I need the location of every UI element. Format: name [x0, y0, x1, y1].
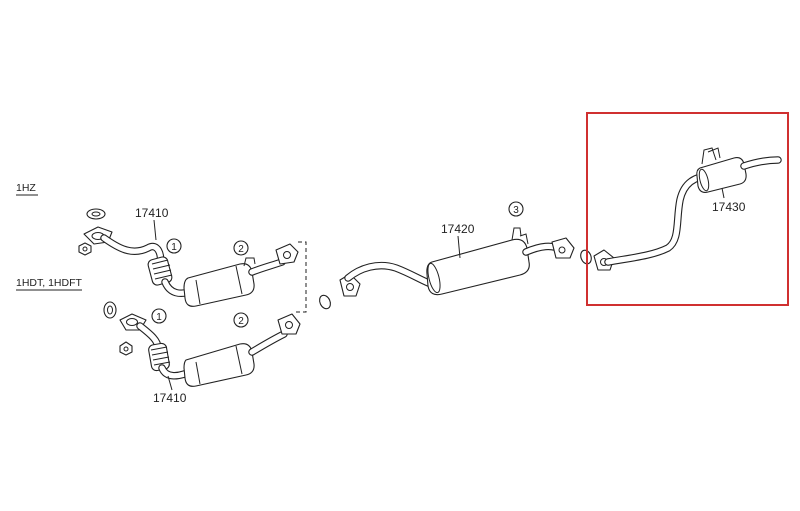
gasket-center-inlet	[319, 294, 331, 310]
part-number-17420: 17420	[441, 222, 475, 236]
tail-muffler	[696, 157, 747, 193]
engine-label-1hdt-text: 1HDT, 1HDFT	[16, 277, 83, 289]
engine-label-1hz-text: 1HZ	[16, 182, 36, 194]
center-muffler	[426, 238, 530, 296]
flex-joint-upper	[147, 256, 173, 286]
engine-label-1hdt: 1HDT, 1HDFT	[16, 277, 83, 291]
outlet-flange-upper	[275, 243, 299, 265]
nut-lower	[119, 341, 133, 356]
highlight-box-17430	[586, 112, 789, 306]
callout-2-upper-text: 2	[238, 244, 244, 255]
tail-pipe-assembly	[593, 147, 782, 271]
callout-1-upper-text: 1	[171, 242, 177, 253]
part-number-17410-lower: 17410	[153, 391, 187, 405]
part-number-17430: 17430	[712, 200, 746, 214]
callout-1-lower-text: 1	[156, 312, 162, 323]
callout-3-text: 3	[513, 205, 519, 216]
center-pipe-assembly	[339, 227, 575, 297]
front-pipe-assembly-upper	[78, 208, 299, 307]
dashed-connector	[296, 241, 307, 313]
front-muffler-upper	[183, 263, 255, 307]
callout-1-lower: 1	[151, 308, 167, 324]
callout-3: 3	[508, 201, 524, 217]
center-hanger-bracket	[511, 227, 529, 245]
nut-upper	[78, 242, 92, 256]
gasket-lower	[103, 301, 117, 319]
center-outlet-flange	[551, 237, 575, 259]
front-pipe-assembly-lower	[103, 301, 301, 387]
outlet-flange-lower	[277, 313, 301, 335]
flex-joint-lower	[148, 342, 171, 372]
gasket-upper	[86, 208, 106, 220]
engine-label-1hz: 1HZ	[16, 182, 38, 196]
callout-2-lower: 2	[233, 312, 249, 328]
front-muffler-lower	[183, 343, 255, 387]
part-number-17410-upper: 17410	[135, 206, 169, 220]
callout-1-upper: 1	[166, 238, 182, 254]
callout-2-upper: 2	[233, 240, 249, 256]
callout-2-lower-text: 2	[238, 316, 244, 327]
